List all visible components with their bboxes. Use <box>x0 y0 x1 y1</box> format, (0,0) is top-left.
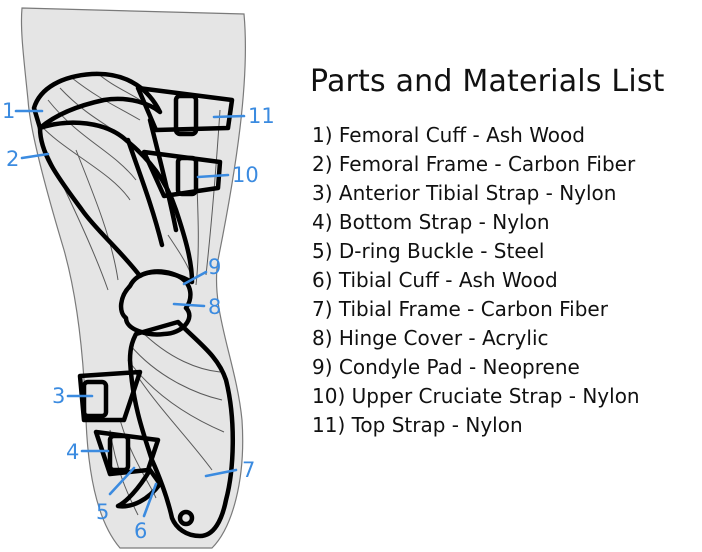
hinge-cover <box>118 269 193 337</box>
femoral-frame-rail-inner <box>125 137 165 248</box>
callout-11: 11 <box>248 104 275 128</box>
parts-list: 1) Femoral Cuff - Ash Wood 2) Femoral Fr… <box>310 121 702 440</box>
callout-6: 6 <box>134 519 147 543</box>
part-item: 1) Femoral Cuff - Ash Wood <box>312 123 585 147</box>
bottom-strap <box>93 429 161 477</box>
part-item: 4) Bottom Strap - Nylon <box>312 210 550 234</box>
top-strap <box>135 85 235 133</box>
callout-1: 1 <box>2 99 15 123</box>
femoral-cuff <box>31 71 163 131</box>
leader-5 <box>108 466 136 496</box>
part-item: 9) Condyle Pad - Neoprene <box>312 355 580 379</box>
leader-2 <box>20 152 50 160</box>
callout-numbers: 1 2 3 4 5 6 7 8 9 10 11 <box>2 99 275 543</box>
leader-6 <box>142 482 158 518</box>
part-item: 6) Tibial Cuff - Ash Wood <box>312 268 558 292</box>
part-item: 8) Hinge Cover - Acrylic <box>312 326 549 350</box>
callout-3: 3 <box>52 384 65 408</box>
leader-7 <box>204 468 238 478</box>
callout-4: 4 <box>66 440 79 464</box>
part-item: 10) Upper Cruciate Strap - Nylon <box>312 384 640 408</box>
part-item: 5) D-ring Buckle - Steel <box>312 239 545 263</box>
anterior-tibial-strap-buckle <box>81 379 109 419</box>
leader-8 <box>172 302 206 308</box>
parts-panel: Parts and Materials List 1) Femoral Cuff… <box>310 64 702 440</box>
part-item: 11) Top Strap - Nylon <box>312 413 523 437</box>
leader-10 <box>196 173 230 179</box>
part-item: 7) Tibial Frame - Carbon Fiber <box>312 297 608 321</box>
callout-9: 9 <box>208 255 221 279</box>
callout-10: 10 <box>232 163 259 187</box>
parts-title: Parts and Materials List <box>310 64 665 99</box>
callout-7: 7 <box>242 458 255 482</box>
tibial-frame-eyelet <box>177 509 195 527</box>
leader-lines <box>14 109 246 518</box>
callout-8: 8 <box>208 295 221 319</box>
femoral-frame-rail <box>147 117 179 233</box>
part-item: 3) Anterior Tibial Strap - Nylon <box>312 181 617 205</box>
leader-9 <box>182 270 208 286</box>
bottom-strap-buckle <box>107 433 131 473</box>
callout-5: 5 <box>96 500 109 524</box>
top-strap-buckle <box>173 93 199 137</box>
upper-cruciate-strap-buckle <box>175 155 199 197</box>
leader-11 <box>212 114 246 119</box>
part-item: 2) Femoral Frame - Carbon Fiber <box>312 152 636 176</box>
callout-2: 2 <box>6 147 19 171</box>
